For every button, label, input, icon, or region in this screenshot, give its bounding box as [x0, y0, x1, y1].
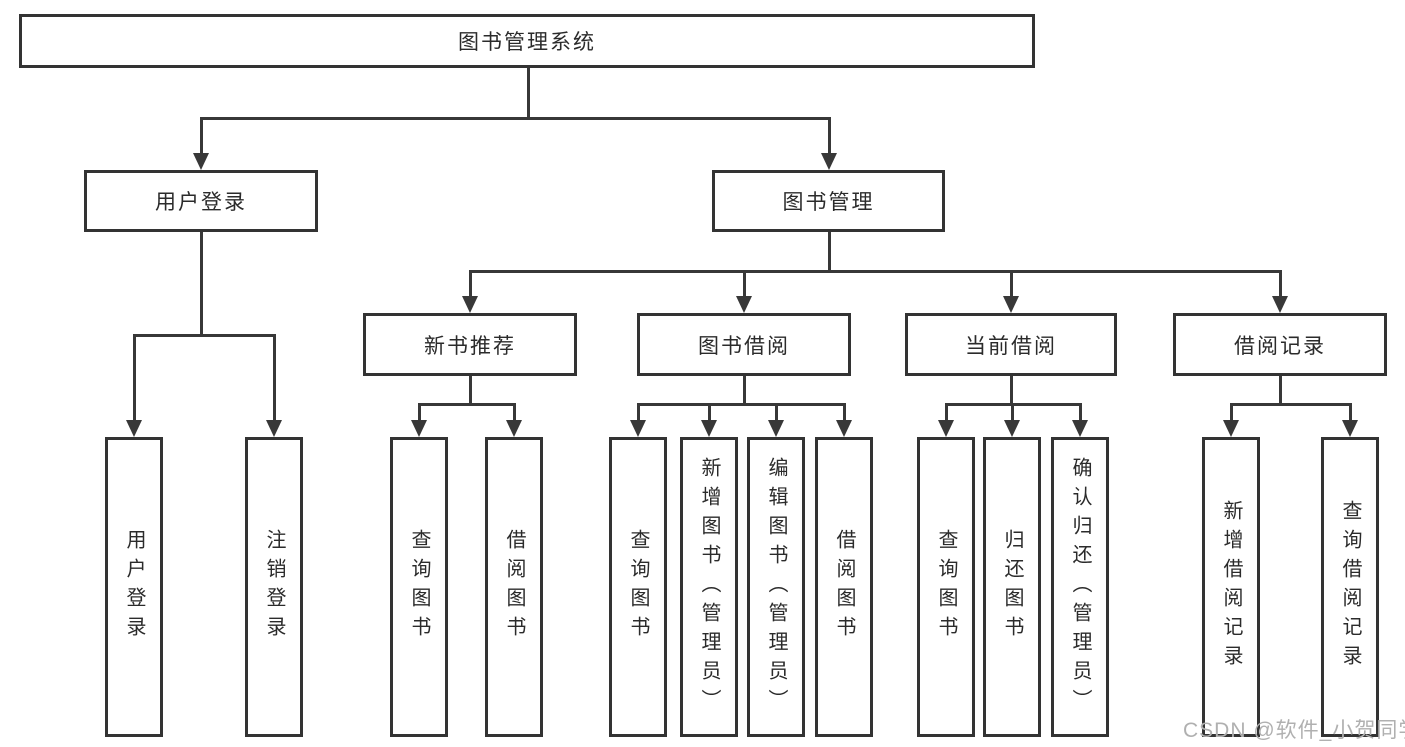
connector-group1-stem: [469, 375, 472, 405]
arrow-down-icon: [1003, 296, 1019, 313]
leaf-query-books-recommend: 查询图书: [390, 437, 448, 737]
leaf-label: 查询图书: [627, 529, 649, 645]
leaf-label: 用户登录: [123, 529, 145, 645]
arrow-down-icon: [630, 420, 646, 437]
leaf-label: 新增图书（管理员）: [698, 456, 720, 718]
node-borrow-records: 借阅记录: [1173, 313, 1387, 376]
connector-drop-leaf: [843, 403, 846, 422]
arrow-down-icon: [193, 153, 209, 170]
connector-level3-branch: [469, 270, 1281, 273]
node-new-book-recommend: 新书推荐: [363, 313, 577, 376]
connector-group1-branch: [418, 403, 516, 406]
connector-drop-leaf: [1349, 403, 1352, 422]
connector-drop-leaf: [945, 403, 948, 422]
leaf-label: 确认归还（管理员）: [1069, 456, 1091, 718]
connector-drop-leaf: [1230, 403, 1233, 422]
connector-root-stem: [527, 68, 530, 118]
arrow-down-icon: [1223, 420, 1239, 437]
arrow-down-icon: [836, 420, 852, 437]
connector-group2-stem: [743, 375, 746, 405]
connector-group4-stem: [1279, 375, 1282, 405]
arrow-down-icon: [411, 420, 427, 437]
connector-drop-login-leaf: [133, 334, 136, 422]
connector-drop-leaf: [637, 403, 640, 422]
arrow-down-icon: [768, 420, 784, 437]
leaf-borrow-books: 借阅图书: [815, 437, 873, 737]
connector-drop-leaf: [418, 403, 421, 422]
node-user-login-label: 用户登录: [155, 191, 247, 214]
connector-group4-branch: [1230, 403, 1351, 406]
arrow-down-icon: [1342, 420, 1358, 437]
leaf-label: 查询图书: [408, 529, 430, 645]
arrow-down-icon: [126, 420, 142, 437]
leaf-label: 归还图书: [1001, 529, 1023, 645]
connector-user-login-stem: [200, 232, 203, 337]
connector-group3-stem: [1010, 375, 1013, 405]
connector-user-login-branch: [133, 334, 276, 337]
leaf-label: 借阅图书: [833, 529, 855, 645]
arrow-down-icon: [1072, 420, 1088, 437]
leaf-return-books: 归还图书: [983, 437, 1041, 737]
connector-drop-borrow-records: [1279, 270, 1282, 298]
csdn-watermark: CSDN @软件_小贺同学: [1183, 719, 1405, 742]
connector-drop-user-login: [200, 117, 203, 155]
node-book-management-label: 图书管理: [782, 191, 875, 214]
leaf-add-book-admin: 新增图书（管理员）: [680, 437, 738, 737]
connector-drop-book-management: [828, 117, 831, 155]
connector-drop-new-book-recommend: [469, 270, 472, 298]
leaf-borrow-books-recommend: 借阅图书: [485, 437, 543, 737]
arrow-down-icon: [1272, 296, 1288, 313]
leaf-logout: 注销登录: [245, 437, 303, 737]
arrow-down-icon: [938, 420, 954, 437]
connector-drop-leaf: [708, 403, 711, 422]
node-current-borrow-label: 当前借阅: [965, 334, 1057, 358]
arrow-down-icon: [462, 296, 478, 313]
connector-drop-logout-leaf: [273, 334, 276, 422]
arrow-down-icon: [736, 296, 752, 313]
connector-group2-branch: [637, 403, 845, 406]
connector-drop-leaf: [775, 403, 778, 422]
leaf-label: 查询借阅记录: [1339, 500, 1361, 674]
leaf-label: 借阅图书: [503, 529, 525, 645]
leaf-query-books-borrow: 查询图书: [609, 437, 667, 737]
node-new-book-recommend-label: 新书推荐: [424, 334, 516, 358]
connector-drop-leaf: [1011, 403, 1014, 422]
node-book-management: 图书管理: [712, 170, 945, 232]
node-user-login: 用户登录: [84, 170, 318, 232]
leaf-user-login: 用户登录: [105, 437, 163, 737]
connector-book-management-stem: [828, 232, 831, 273]
leaf-add-borrow-record: 新增借阅记录: [1202, 437, 1260, 737]
connector-drop-book-borrow: [743, 270, 746, 298]
leaf-label: 编辑图书（管理员）: [765, 456, 787, 718]
arrow-down-icon: [821, 153, 837, 170]
node-book-borrow: 图书借阅: [637, 313, 851, 376]
node-book-borrow-label: 图书借阅: [698, 334, 790, 358]
arrow-down-icon: [506, 420, 522, 437]
leaf-edit-book-admin: 编辑图书（管理员）: [747, 437, 805, 737]
leaf-label: 新增借阅记录: [1220, 500, 1242, 674]
node-borrow-records-label: 借阅记录: [1234, 334, 1326, 358]
leaf-confirm-return-admin: 确认归还（管理员）: [1051, 437, 1109, 737]
connector-drop-current-borrow: [1010, 270, 1013, 298]
node-current-borrow: 当前借阅: [905, 313, 1117, 376]
leaf-query-books-current: 查询图书: [917, 437, 975, 737]
node-root: 图书管理系统: [19, 14, 1035, 68]
leaf-query-borrow-record: 查询借阅记录: [1321, 437, 1379, 737]
leaf-label: 注销登录: [263, 529, 285, 645]
leaf-label: 查询图书: [935, 529, 957, 645]
arrow-down-icon: [701, 420, 717, 437]
node-root-label: 图书管理系统: [458, 31, 596, 54]
connector-level2-branch: [200, 117, 831, 120]
connector-drop-leaf: [513, 403, 516, 422]
arrow-down-icon: [1004, 420, 1020, 437]
connector-drop-leaf: [1079, 403, 1082, 422]
arrow-down-icon: [266, 420, 282, 437]
